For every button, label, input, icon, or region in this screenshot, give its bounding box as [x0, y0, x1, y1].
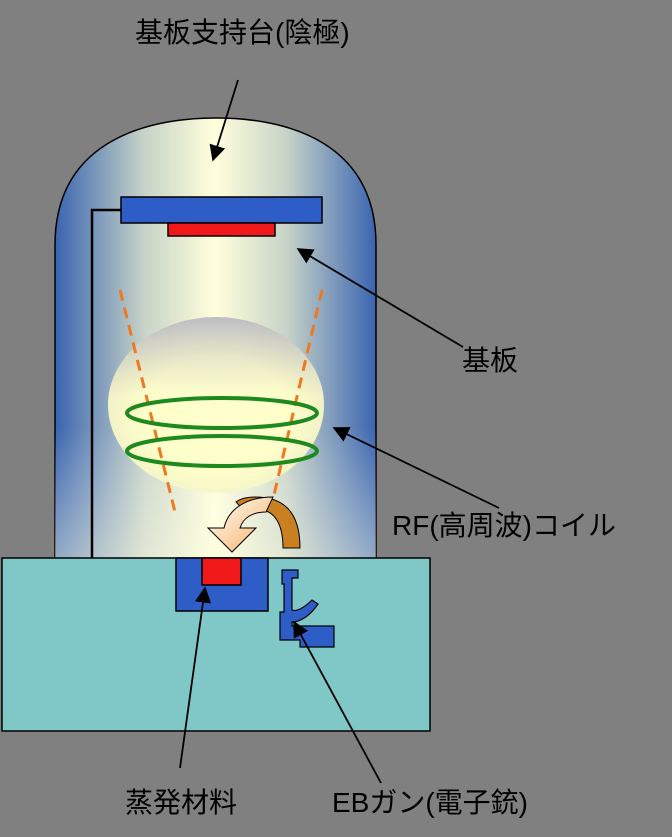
vapor-cone-left-line: [118, 289, 177, 513]
cathode-wire: [90, 208, 122, 558]
rf-coil-ring-upper: [125, 396, 319, 430]
plasma-region-tint: [108, 317, 324, 493]
material-leader-arrow: [179, 586, 212, 769]
holder-leader-arrow: [209, 79, 239, 162]
rf-coil-ring-lower: [125, 434, 319, 468]
label-eb-gun: EBガン(電子銃): [332, 787, 528, 818]
label-evaporation-material: 蒸発材料: [125, 787, 237, 818]
label-substrate: 基板: [462, 345, 518, 376]
substrate-holder: [120, 196, 323, 224]
ebgun-leader-arrow: [293, 620, 382, 784]
label-rf-coil: RF(高周波)コイル: [392, 510, 616, 541]
substrate: [167, 222, 276, 237]
evaporation-material: [201, 557, 242, 586]
label-substrate-holder: 基板支持台(陰極): [135, 17, 350, 48]
coil-leader-arrow: [332, 427, 500, 509]
vapor-arrow-front: [206, 496, 274, 553]
vapor-cone-right-line: [268, 289, 324, 513]
substrate-leader-arrow: [296, 248, 464, 348]
